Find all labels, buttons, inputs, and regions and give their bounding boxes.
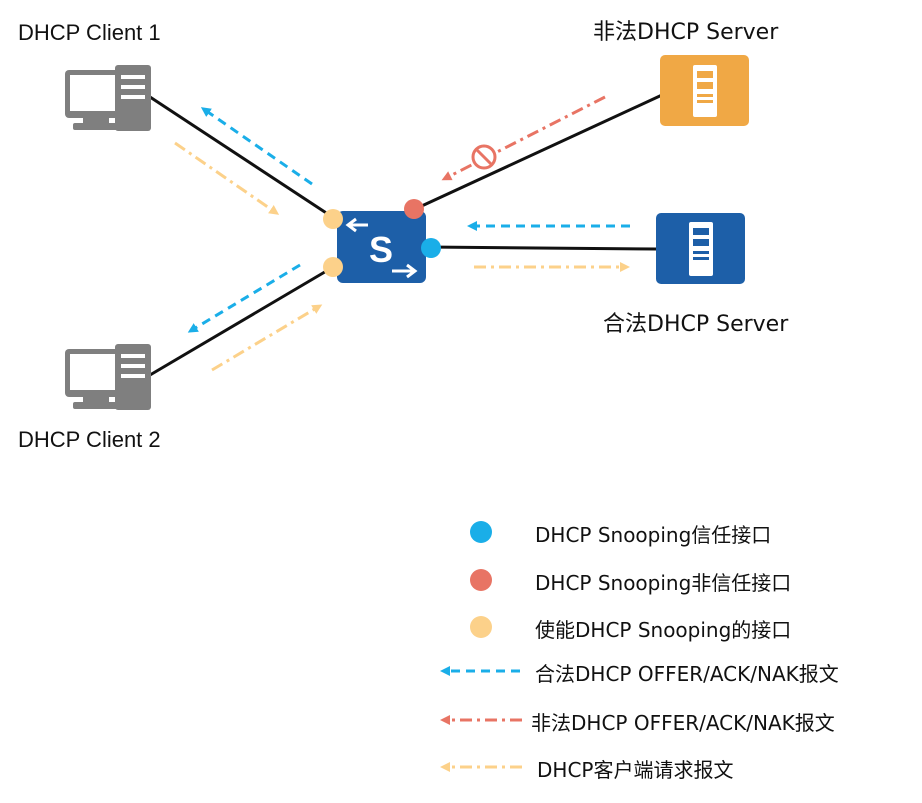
client-request-arrow-client1 <box>174 141 280 215</box>
legend-untrusted-label: DHCP Snooping非信任接口 <box>535 571 792 595</box>
client1-label: DHCP Client 1 <box>18 20 161 45</box>
legend-legal-offer-label: 合法DHCP OFFER/ACK/NAK报文 <box>535 662 839 686</box>
illegal-offer-arrow <box>441 95 606 181</box>
link-switch-illegal-server <box>412 93 663 212</box>
legal-offer-arrow-client1 <box>200 107 313 186</box>
legend-untrusted-dot <box>470 569 492 591</box>
legend-client-request-label: DHCP客户端请求报文 <box>537 758 734 782</box>
client2-label: DHCP Client 2 <box>18 427 161 452</box>
legend-snooping-label: 使能DHCP Snooping的接口 <box>535 618 792 642</box>
legend-trusted-dot <box>470 521 492 543</box>
link-client2-switch <box>149 261 341 377</box>
block-icon <box>471 144 497 170</box>
legend-illegal-offer-label: 非法DHCP OFFER/ACK/NAK报文 <box>531 711 835 735</box>
legal-offer-arrow-client2 <box>187 263 301 333</box>
client-request-arrow-client2 <box>211 304 323 372</box>
link-switch-legal-server <box>426 245 657 251</box>
legend-trusted-label: DHCP Snooping信任接口 <box>535 523 772 547</box>
legal-server-icon <box>656 213 745 284</box>
snooping-port-dot-client1 <box>323 209 343 229</box>
legend-snooping-dot <box>470 616 492 638</box>
computer-icon-client2 <box>65 344 151 410</box>
illegal-server-label: 非法DHCP Server <box>593 20 779 45</box>
legal-server-label: 合法DHCP Server <box>603 312 789 337</box>
snooping-port-dot-client2 <box>323 257 343 277</box>
untrusted-port-dot <box>404 199 424 219</box>
link-client1-switch <box>149 95 341 224</box>
computer-icon-client1 <box>65 65 151 131</box>
trusted-port-dot <box>421 238 441 258</box>
switch-icon: S <box>337 211 426 283</box>
illegal-server-icon <box>660 55 749 126</box>
switch-label: S <box>369 229 393 270</box>
